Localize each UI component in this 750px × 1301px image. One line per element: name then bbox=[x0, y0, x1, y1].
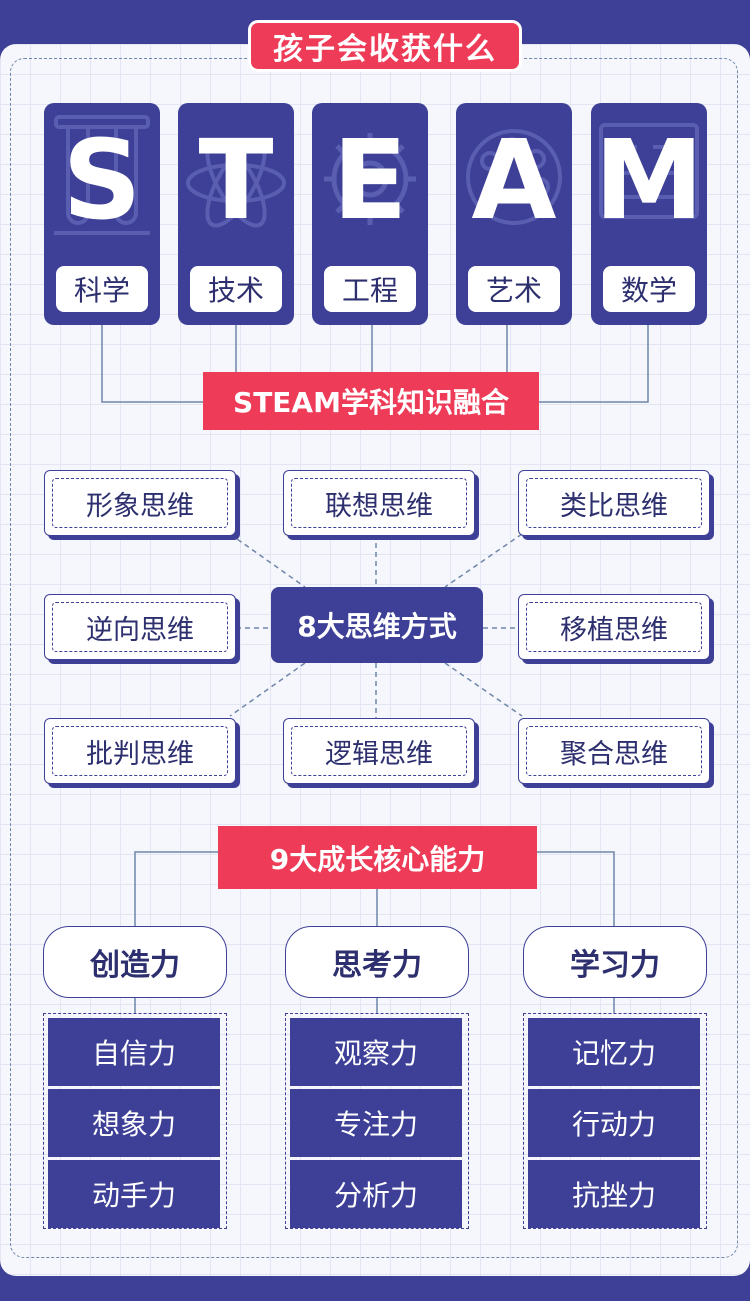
thinking-center: 8大思维方式 bbox=[271, 587, 483, 663]
list-item: 分析力 bbox=[290, 1160, 462, 1228]
steam-card-science: S 科学 bbox=[44, 103, 160, 325]
list-item: 专注力 bbox=[290, 1089, 462, 1157]
thinking-mode: 逆向思维 bbox=[44, 594, 236, 660]
list-item: 观察力 bbox=[290, 1018, 462, 1086]
steam-banner: STEAM学科知识融合 bbox=[203, 372, 539, 430]
steam-card-math: M 数学 bbox=[591, 103, 707, 325]
ability-group: 学习力 bbox=[523, 926, 707, 998]
page-title: 孩子会收获什么 bbox=[248, 20, 522, 72]
test-tubes-icon bbox=[54, 115, 150, 235]
list-item: 自信力 bbox=[48, 1018, 220, 1086]
thinking-mode: 批判思维 bbox=[44, 718, 236, 784]
palette-icon bbox=[466, 129, 562, 225]
steam-letter: T bbox=[198, 116, 274, 244]
ability-list: 记忆力 行动力 抗挫力 bbox=[523, 1013, 707, 1229]
atom-icon bbox=[186, 138, 286, 228]
steam-letter: S bbox=[62, 116, 142, 244]
thinking-mode: 类比思维 bbox=[518, 470, 710, 536]
steam-label: 数学 bbox=[603, 266, 695, 312]
list-item: 想象力 bbox=[48, 1089, 220, 1157]
list-item: 动手力 bbox=[48, 1160, 220, 1228]
steam-label: 工程 bbox=[324, 266, 416, 312]
steam-card-technology: T 技术 bbox=[178, 103, 294, 325]
thinking-mode: 联想思维 bbox=[283, 470, 475, 536]
abilities-banner: 9大成长核心能力 bbox=[218, 826, 537, 889]
thinking-mode: 聚合思维 bbox=[518, 718, 710, 784]
formula-board-icon bbox=[599, 123, 699, 219]
gear-icon bbox=[324, 133, 416, 225]
steam-letter: E bbox=[332, 116, 408, 244]
steam-letter: M bbox=[594, 116, 704, 244]
steam-card-engineering: E 工程 bbox=[312, 103, 428, 325]
thinking-mode: 移植思维 bbox=[518, 594, 710, 660]
steam-label: 艺术 bbox=[468, 266, 560, 312]
list-item: 记忆力 bbox=[528, 1018, 700, 1086]
thinking-mode: 形象思维 bbox=[44, 470, 236, 536]
ability-list: 自信力 想象力 动手力 bbox=[43, 1013, 227, 1229]
ability-group: 思考力 bbox=[285, 926, 469, 998]
steam-label: 科学 bbox=[56, 266, 148, 312]
list-item: 抗挫力 bbox=[528, 1160, 700, 1228]
list-item: 行动力 bbox=[528, 1089, 700, 1157]
steam-card-art: A 艺术 bbox=[456, 103, 572, 325]
ability-list: 观察力 专注力 分析力 bbox=[285, 1013, 469, 1229]
ability-group: 创造力 bbox=[43, 926, 227, 998]
steam-letter: A bbox=[471, 116, 557, 244]
thinking-mode: 逻辑思维 bbox=[283, 718, 475, 784]
steam-label: 技术 bbox=[190, 266, 282, 312]
